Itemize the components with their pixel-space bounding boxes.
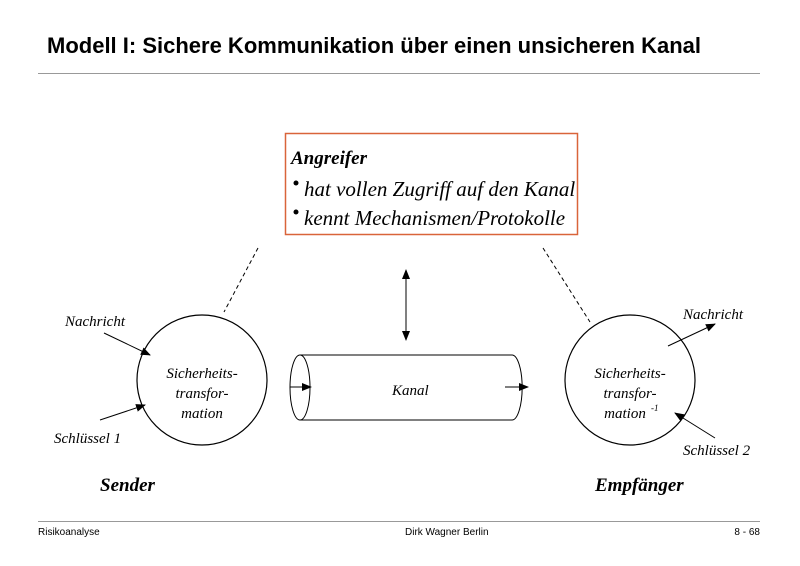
message-in-arrow: [103, 332, 151, 356]
receiver-transform-line: transfor-: [603, 386, 656, 402]
receiver-transform-line: mation: [604, 406, 646, 422]
receiver-message-label: Nachricht: [682, 307, 744, 323]
bullet-icon: [293, 209, 299, 215]
sender-key-label: Schlüssel 1: [54, 431, 121, 447]
receiver-transform-circle: [564, 314, 696, 446]
attacker-link-left: [223, 247, 259, 313]
receiver-transform-line: Sicherheits-: [594, 366, 665, 382]
sender-label: Sender: [100, 475, 156, 496]
sender-transform-line: transfor-: [175, 386, 228, 402]
footer-center: Dirk Wagner Berlin: [405, 527, 489, 538]
attacker-bullet: kennt Mechanismen/Protokolle: [304, 206, 565, 230]
inverse-superscript: -1: [651, 403, 659, 413]
bullet-icon: [293, 180, 299, 186]
attacker-bullet: hat vollen Zugriff auf den Kanal: [304, 177, 575, 201]
attacker-link-right: [542, 247, 591, 323]
sender-transform-line: Sicherheits-: [166, 366, 237, 382]
receiver-key-label: Schlüssel 2: [683, 443, 751, 459]
footer-left: Risikoanalyse: [38, 527, 100, 538]
title-divider: [38, 73, 760, 74]
sender-transform-line: mation: [181, 406, 223, 422]
sender-message-label: Nachricht: [64, 314, 126, 330]
attacker-heading: Angreifer: [290, 148, 368, 169]
key2-arrow: [674, 412, 716, 439]
footer-divider: [38, 521, 760, 522]
attacker-box: [284, 132, 579, 236]
footer-page: 8 - 68: [734, 527, 760, 538]
channel-label: Kanal: [391, 383, 429, 399]
message-out-arrow: [667, 323, 716, 347]
slide-title: Modell I: Sichere Kommunikation über ein…: [47, 33, 702, 58]
sender-transform-circle: [136, 314, 268, 446]
channel-cylinder: [289, 354, 529, 421]
key1-arrow: [99, 404, 146, 421]
receiver-label: Empfänger: [594, 475, 684, 496]
